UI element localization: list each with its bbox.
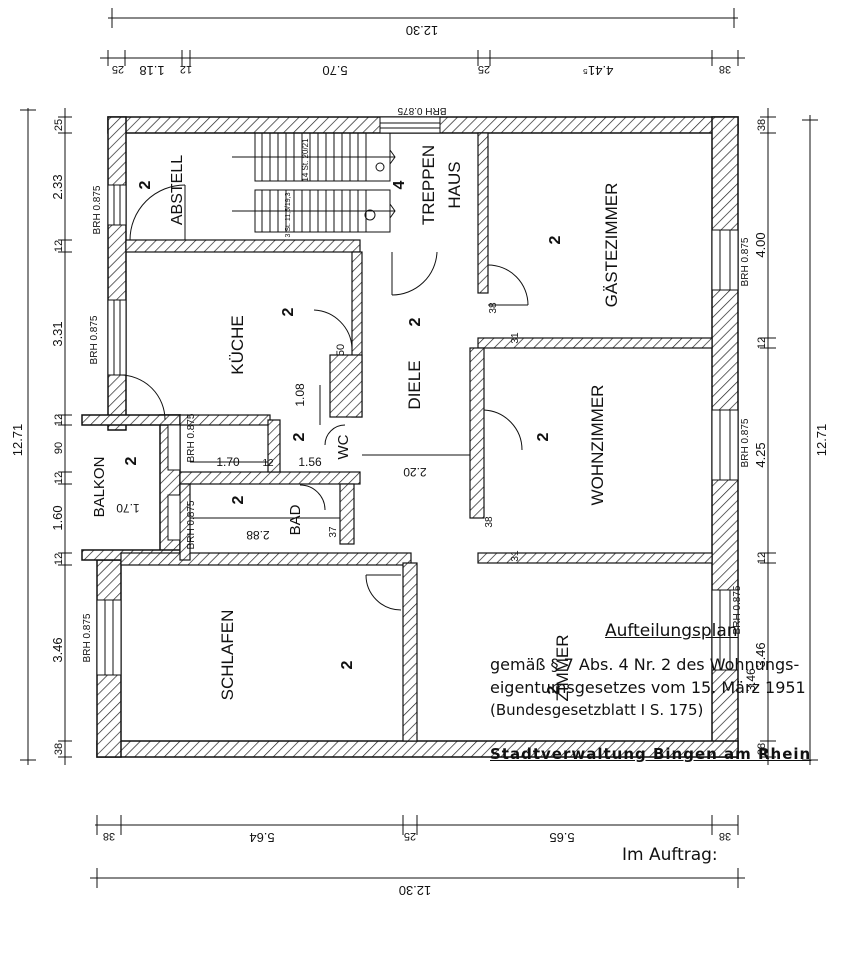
dim-top-part-3: 12 — [180, 63, 192, 75]
unit-marker-diele: 2 — [407, 317, 424, 326]
unit-marker-abstell: 2 — [137, 180, 154, 189]
dim-bottom-part-5: 38 — [719, 830, 731, 842]
dim-top-part-5: 25 — [478, 63, 490, 75]
dim-top-part-4: 5.70 — [322, 63, 347, 78]
windows — [96, 116, 739, 676]
dim-bottom-part-2: 5.64 — [249, 830, 274, 845]
dim-left-part-11: 38 — [53, 743, 65, 755]
unit-marker-schlafen: 2 — [339, 660, 356, 669]
dim-bottom-part-4: 5.65 — [549, 830, 574, 845]
room-treppen: TREPPEN — [419, 145, 438, 225]
room-bad: BAD — [287, 504, 304, 535]
dim-bottom-total: 12.30 — [399, 883, 432, 898]
dim-left-part-1: 25 — [53, 119, 65, 131]
room-wohnzimmer: WOHNZIMMER — [588, 385, 607, 506]
brh-gast: BRH 0.875 — [740, 237, 751, 286]
unit-marker-balkon: 2 — [123, 456, 140, 465]
dim-bottom-part-1: 38 — [103, 830, 115, 842]
dim-left-part-4: 3.31 — [50, 321, 65, 346]
dim-top-part-2: 1.18 — [139, 63, 164, 78]
dim-left-part-7: 12 — [53, 472, 65, 484]
dim-inner-346: 3.46 — [744, 668, 758, 692]
room-zimmer: ZIMMER — [553, 634, 572, 701]
dim-top-part-6: 4.41⁵ — [583, 63, 614, 78]
brh-bad: BRH 0.875 — [186, 500, 197, 549]
stair-label-lower: 3 St. 11,5/19,3 — [285, 192, 292, 237]
dim-right-part-3: 12 — [756, 337, 768, 349]
room-abstell: ABSTELL — [169, 155, 186, 225]
dim-right-part-4: 4.25 — [753, 442, 768, 467]
dim-left-total: 12.71 — [10, 424, 25, 457]
dim-right-part-7: 38 — [756, 743, 768, 755]
room-balkon: BALKON — [91, 457, 108, 518]
dim-left-part-3: 12 — [53, 240, 65, 252]
dim-inner-108: 1.08 — [293, 383, 307, 407]
brh-kueche: BRH 0.875 — [89, 315, 100, 364]
dim-left-part-8: 1.60 — [50, 505, 65, 530]
room-haus: HAUS — [445, 161, 464, 208]
dim-bottom-part-3: 25 — [404, 830, 416, 842]
dim-right-part-1: 38 — [756, 119, 768, 131]
dim-inner-156: 1.56 — [298, 455, 322, 469]
dim-left-part-2: 2.33 — [50, 174, 65, 199]
room-kueche: KÜCHE — [228, 315, 247, 375]
dim-inner-12: 12 — [262, 458, 274, 469]
dim-inner-31a: 31 — [510, 332, 521, 344]
brh-zimmer: BRH 0.875 — [732, 585, 743, 634]
dim-inner-38a: 38 — [488, 302, 499, 314]
commission-note: Im Auftrag: — [622, 845, 718, 865]
unit-marker-gast: 2 — [547, 235, 564, 244]
unit-marker-zimmer: 2 — [545, 685, 562, 694]
room-wc: WC — [335, 434, 352, 459]
plan-title: Aufteilungsplan — [605, 621, 738, 641]
dim-inner-220: 2.20 — [403, 465, 427, 479]
brh-top: BRH 0.875 — [397, 105, 446, 116]
unit-marker-wohn: 2 — [535, 432, 552, 441]
dim-inner-37: 37 — [328, 526, 339, 538]
room-gaestezimmer: GÄSTEZIMMER — [602, 183, 621, 308]
dim-inner-50: 50 — [335, 344, 347, 356]
doors — [119, 184, 529, 611]
stair-label-upper: 14 St. 20/21 — [301, 138, 310, 182]
room-schlafen: SCHLAFEN — [218, 610, 237, 701]
dim-inner-170a: 1.70 — [216, 455, 240, 469]
dim-top-part-7: 38 — [719, 63, 731, 75]
brh-wohn: BRH 0.875 — [740, 418, 751, 467]
dim-inner-288: 2.88 — [246, 528, 270, 542]
brh-schlafen: BRH 0.875 — [82, 613, 93, 662]
authority-stamp: Stadtverwaltung Bingen am Rhein — [490, 745, 812, 763]
dim-right-part-6: 3.46 — [753, 642, 768, 667]
legal-line-2: eigentumsgesetzes vom 15. März 1951 — [490, 678, 806, 697]
unit-marker-bad: 2 — [230, 495, 247, 504]
legal-line-3: (Bundesgesetzblatt I S. 175) — [490, 701, 704, 719]
dim-left-part-10: 3.46 — [50, 637, 65, 662]
brh-abstell: BRH 0.875 — [92, 185, 103, 234]
staircase — [232, 132, 396, 233]
interior-walls — [120, 132, 713, 742]
dim-inner-38b: 38 — [484, 516, 495, 528]
legal-line-1: gemäß § 7 Abs. 4 Nr. 2 des Wohnungs- — [490, 655, 800, 674]
unit-markers: 2 4 2 2 2 2 2 2 2 2 2 — [123, 180, 564, 694]
dim-right-part-5: 12 — [756, 552, 768, 564]
dim-inner-170b: 1.70 — [116, 501, 140, 515]
dim-inner-31b: 31 — [510, 550, 521, 562]
unit-marker-stair: 4 — [391, 180, 408, 189]
unit-marker-kueche: 2 — [280, 307, 297, 316]
dimension-lines — [20, 8, 818, 888]
unit-marker-wc: 2 — [291, 432, 308, 441]
room-diele: DIELE — [405, 360, 424, 409]
dim-right-part-2: 4.00 — [753, 232, 768, 257]
dim-top-part-1: 25 — [112, 63, 124, 75]
dim-right-total: 12.71 — [814, 424, 829, 457]
brh-balkon: BRH 0.875 — [186, 413, 197, 462]
dim-left-part-9: 12 — [53, 553, 65, 565]
dim-left-part-5: 12 — [53, 414, 65, 426]
dim-left-part-6: 90 — [53, 442, 65, 454]
dim-top-total: 12.30 — [406, 23, 439, 38]
